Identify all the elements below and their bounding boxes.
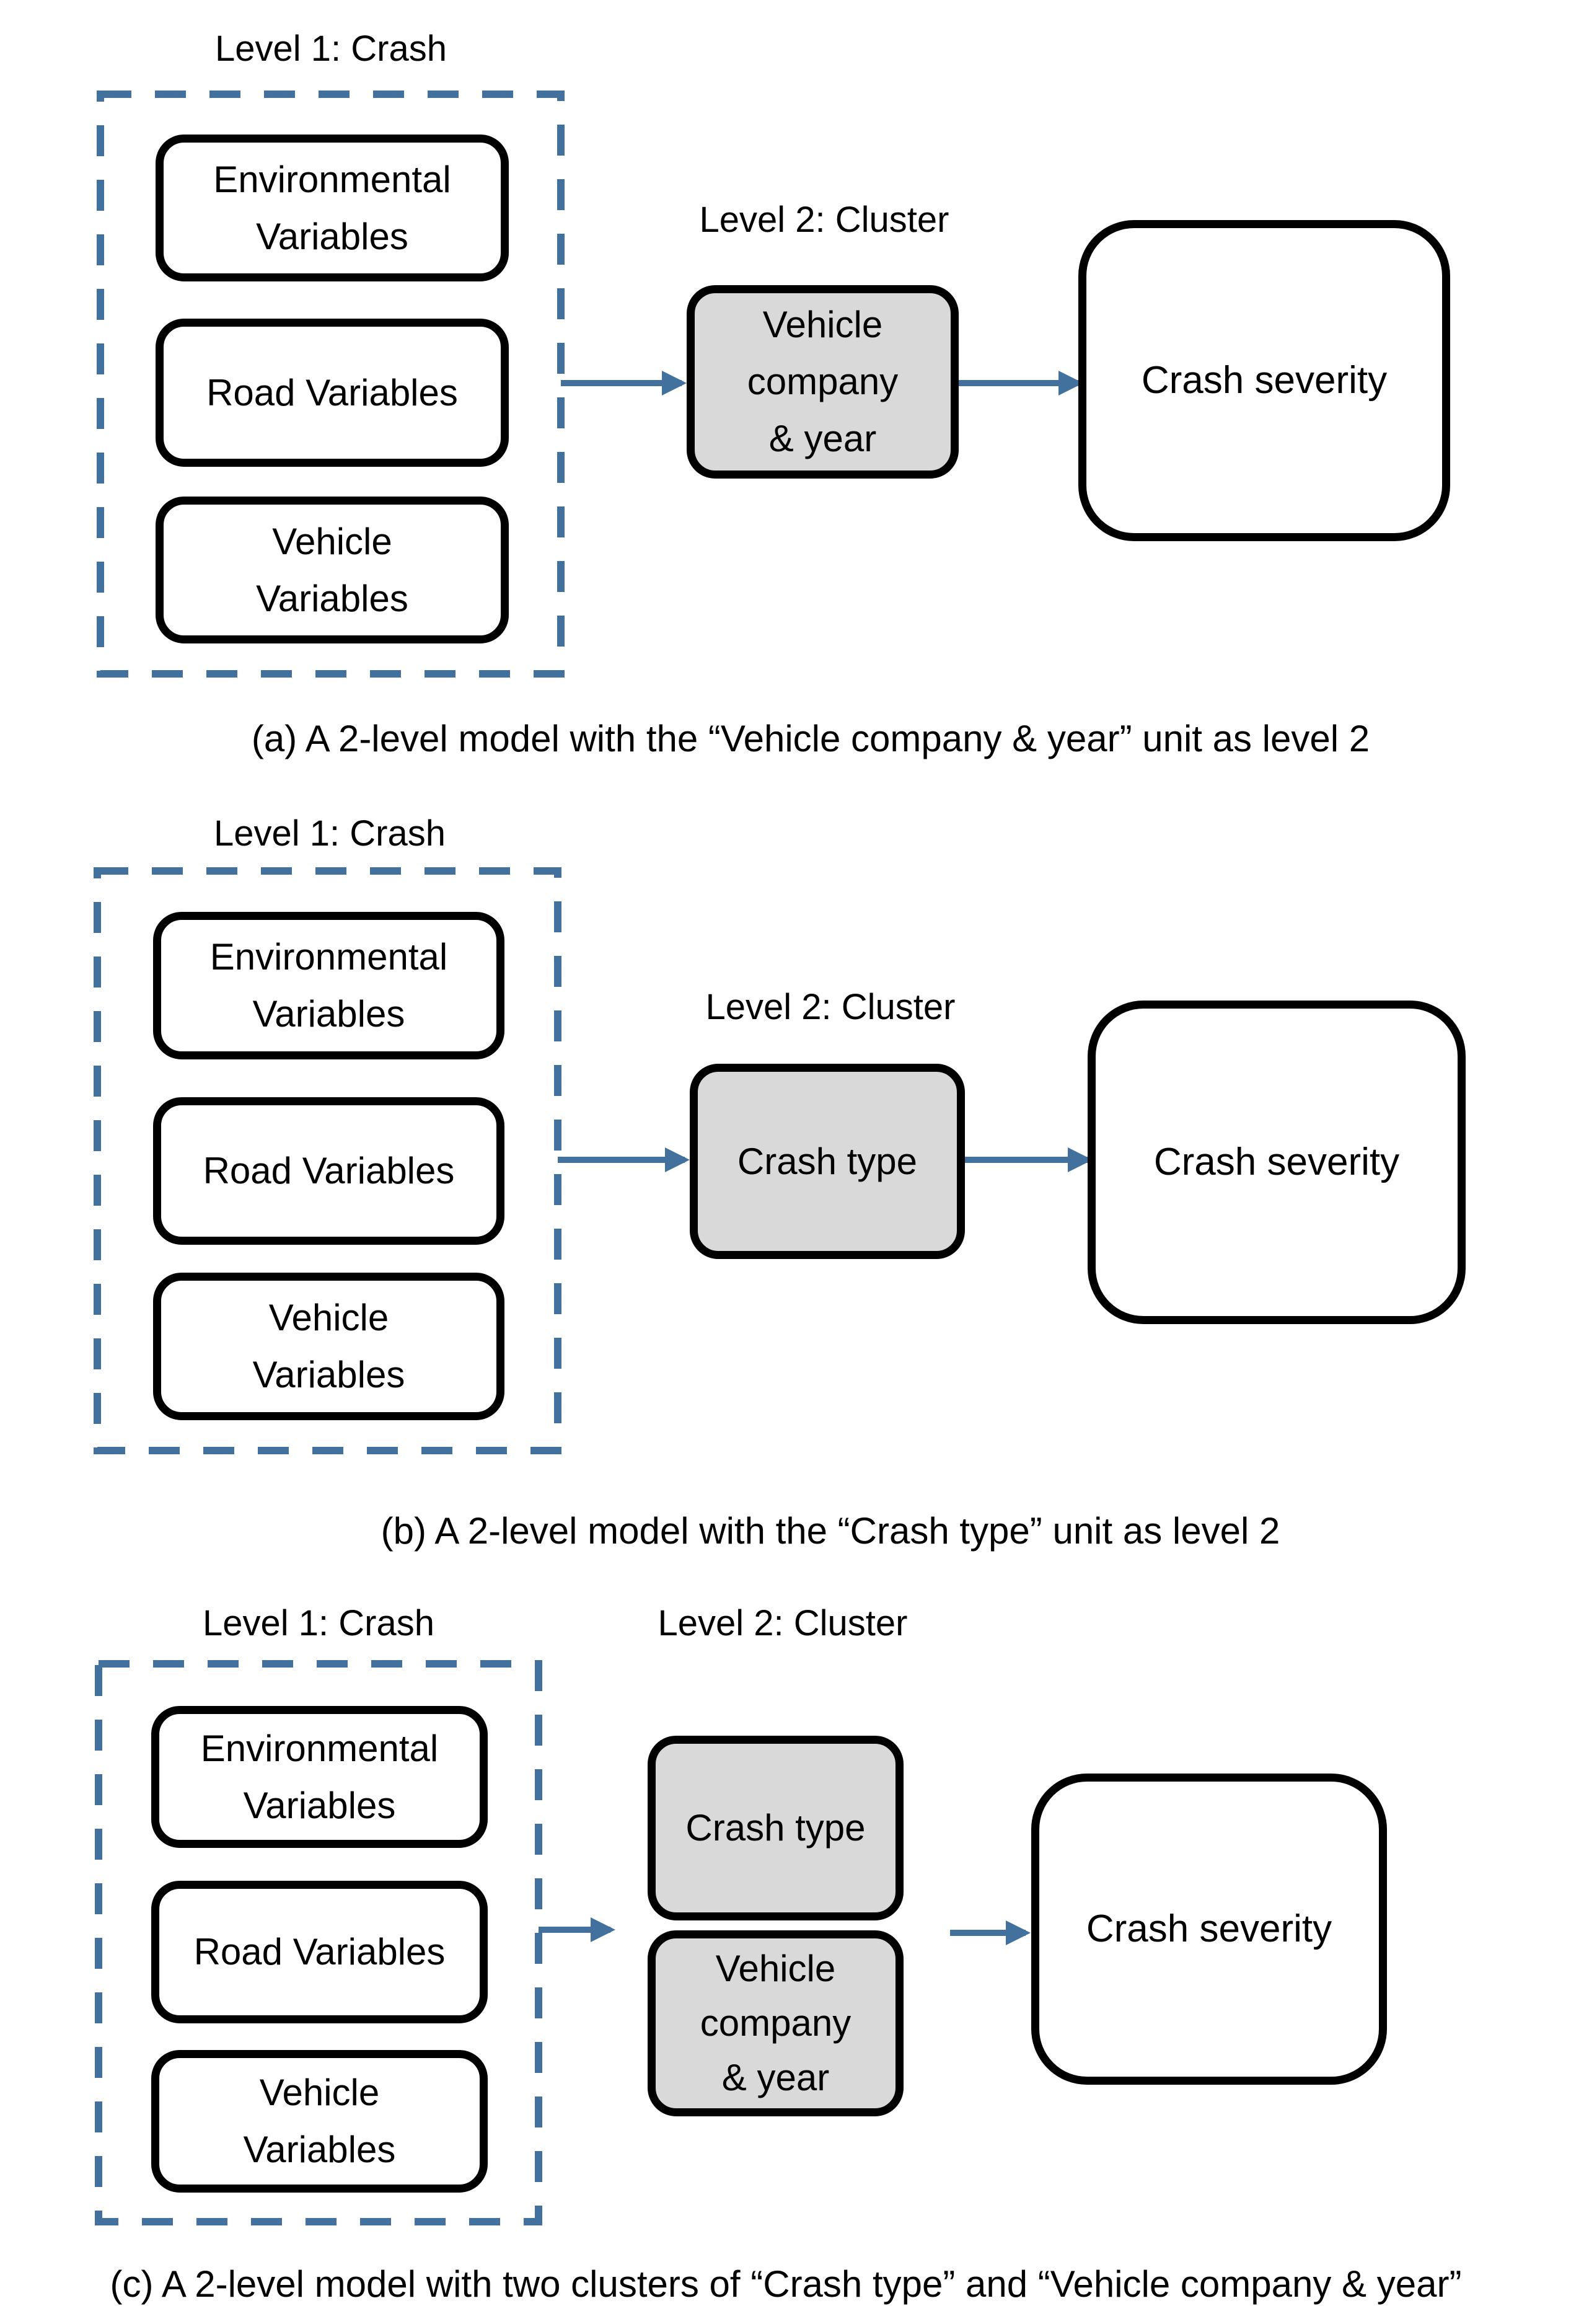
box-line: Vehicle <box>268 1297 389 1338</box>
box-line: & year <box>768 418 877 459</box>
caption-b: (b) A 2-level model with the “Crash type… <box>381 1510 1280 1552</box>
level1-label: Level 1: Crash <box>215 29 447 69</box>
box-line: Variables <box>243 1784 396 1826</box>
box-line: Vehicle <box>715 1948 836 1989</box>
road-variables-box: Road Variables <box>153 1097 504 1245</box>
level2-label: Level 2: Cluster <box>699 200 949 240</box>
box-line: Environmental <box>209 936 448 978</box>
box-line: Crash type <box>685 1807 866 1849</box>
cluster-crash-type-box: Crash type <box>648 1736 904 1920</box>
caption-c: (c) A 2-level model with two clusters of… <box>110 2263 1462 2305</box>
box-line: Environmental <box>200 1727 439 1769</box>
level1-container-c <box>95 1660 542 2225</box>
level2-label: Level 2: Cluster <box>705 987 956 1027</box>
box-line: Road Variables <box>193 1931 446 1973</box>
level2-label: Level 2: Cluster <box>658 1603 908 1643</box>
box-line: company <box>700 2002 852 2044</box>
box-line: Variables <box>252 1354 405 1395</box>
box-line: Vehicle <box>259 2072 380 2113</box>
box-line: Variables <box>256 215 408 257</box>
level1-container-b <box>94 867 561 1454</box>
road-variables-box: Road Variables <box>156 319 509 467</box>
cluster-crash-type-box: Crash type <box>690 1064 965 1259</box>
cluster-vehicle-company-year-box: Vehicle company & year <box>687 285 959 479</box>
box-line: Road Variables <box>206 371 458 413</box>
box-line: Vehicle <box>762 304 883 345</box>
box-line: Vehicle <box>272 520 392 562</box>
box-line: Variables <box>256 577 408 619</box>
box-line: & year <box>721 2057 830 2098</box>
box-line: Environmental <box>213 158 451 200</box>
cluster-vehicle-company-year-box: Vehicle company & year <box>648 1930 904 2116</box>
box-line: Variables <box>243 2129 396 2170</box>
box-line: Crash severity <box>1153 1141 1400 1183</box>
crash-severity-box: Crash severity <box>1078 220 1450 541</box>
box-line: Road Variables <box>203 1150 455 1191</box>
road-variables-box: Road Variables <box>151 1881 488 2023</box>
box-line: Crash severity <box>1141 359 1388 402</box>
crash-severity-box: Crash severity <box>1088 1001 1466 1324</box>
box-line: company <box>747 361 899 402</box>
level1-label: Level 1: Crash <box>203 1603 434 1643</box>
level1-label: Level 1: Crash <box>214 813 446 854</box>
box-line: Variables <box>252 993 405 1035</box>
box-line: Crash type <box>737 1140 918 1182</box>
crash-severity-box: Crash severity <box>1031 1774 1387 2085</box>
caption-a: (a) A 2-level model with the “Vehicle co… <box>251 718 1370 759</box>
box-line: Crash severity <box>1086 1907 1332 1950</box>
level1-container-a <box>97 91 565 678</box>
